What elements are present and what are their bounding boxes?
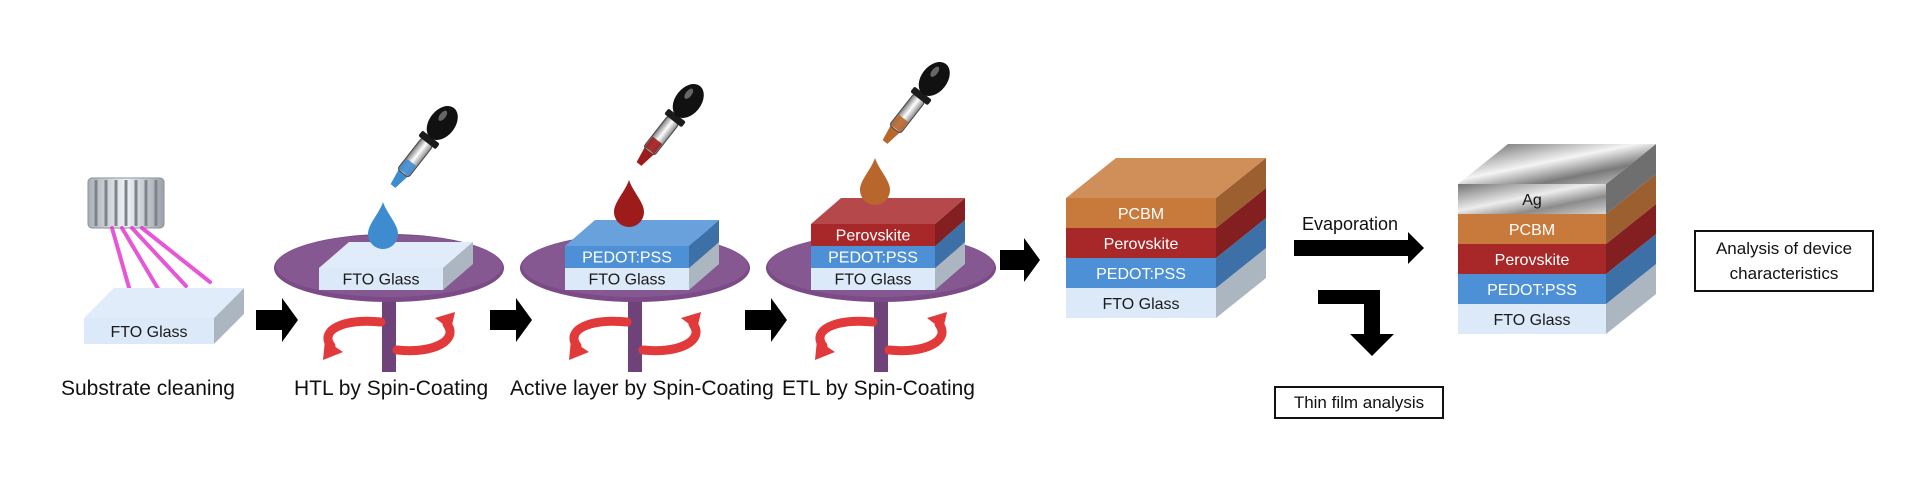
layer-label-pcbm: PCBM (1118, 206, 1164, 223)
caption-substrate-cleaning: Substrate cleaning (61, 377, 235, 400)
caption-etl-spin-coating: ETL by Spin-Coating (782, 377, 975, 400)
layer-fto-glass: FTO Glass (811, 242, 965, 290)
layer-perovskite: Perovskite (1458, 204, 1656, 274)
layer-fto-glass: FTO Glass (1458, 264, 1656, 334)
layer-label-perovskite: Perovskite (1495, 252, 1570, 269)
substrate-cleaning-illustration (87, 177, 212, 300)
layer-label-fto-glass: FTO Glass (342, 271, 419, 288)
layer-label-fto-glass: FTO Glass (834, 271, 911, 288)
arrow-step1-to-step2 (256, 298, 298, 342)
arrow-step3-to-step4 (745, 298, 787, 342)
layer-label-pedot-pss: PEDOT:PSS (1487, 282, 1577, 299)
layer-perovskite: Perovskite (1066, 188, 1266, 258)
arrow-step2-to-step3 (490, 298, 532, 342)
pipette-icon (636, 83, 704, 166)
layer-label-fto-glass: FTO Glass (1493, 312, 1570, 329)
layer-label-pedot-pss: PEDOT:PSS (582, 249, 672, 266)
layer-pcbm: PCBM (1066, 158, 1266, 228)
layer-pcbm: PCBM (1458, 174, 1656, 244)
rotation-arrows-icon (569, 312, 701, 360)
layer-label-pcbm: PCBM (1509, 222, 1555, 239)
arrow-step4-to-stack (1000, 238, 1040, 282)
process-arrows (256, 232, 1424, 356)
thin-film-analysis-label: Thin film analysis (1293, 393, 1425, 412)
device-analysis-line2: characteristics (1729, 264, 1839, 283)
pipette-icon (882, 61, 950, 144)
droplet-icon (368, 202, 398, 249)
thin-film-arrow (1318, 290, 1394, 356)
cleaning-rays (110, 226, 212, 300)
caption-active-layer-spin-coating: Active layer by Spin-Coating (510, 377, 774, 400)
layer-fto-glass: FTO Glass (565, 242, 719, 290)
layer-label-fto-glass: FTO Glass (110, 324, 187, 341)
layer-label-pedot-pss: PEDOT:PSS (828, 249, 918, 266)
layer-pedot-pss: PEDOT:PSS (1458, 234, 1656, 304)
pipette-icon (390, 105, 458, 188)
spin-coater-step-3: FTO Glass PEDOT:PSS (520, 83, 750, 372)
layer-fto-glass: FTO Glass (1066, 248, 1266, 318)
layer-perovskite: Perovskite (811, 198, 965, 246)
caption-htl-spin-coating: HTL by Spin-Coating (294, 377, 489, 400)
layer-label-perovskite: Perovskite (836, 227, 911, 244)
layer-pedot-pss: PEDOT:PSS (1066, 218, 1266, 288)
layer-label-fto-glass: FTO Glass (588, 271, 665, 288)
layer-label-ag: Ag (1522, 192, 1542, 209)
layer-pedot-pss: PEDOT:PSS (565, 220, 719, 268)
evaporation-label: Evaporation (1302, 214, 1399, 234)
spin-coater-step-2: FTO Glass (274, 105, 504, 372)
rotation-arrows-icon (815, 312, 947, 360)
device-analysis-box: Analysis of device characteristics (1694, 230, 1874, 292)
thin-film-analysis-box: Thin film analysis (1274, 386, 1444, 419)
spin-coater-step-4: FTO Glass PEDOT:PSS Perovskite (766, 61, 996, 372)
layer-pedot-pss: PEDOT:PSS (811, 220, 965, 268)
layer-ag: Ag (1458, 144, 1656, 214)
layer-label-perovskite: Perovskite (1104, 236, 1179, 253)
layer-fto-glass: FTO Glass (319, 242, 473, 290)
evaporation-arrow (1294, 232, 1424, 264)
layer-label-pedot-pss: PEDOT:PSS (1096, 266, 1186, 283)
layer-fto-glass: FTO Glass (84, 288, 244, 344)
rotation-arrows-icon (323, 312, 455, 360)
device-analysis-line1: Analysis of device (1715, 239, 1853, 258)
droplet-icon (614, 180, 644, 227)
droplet-icon (860, 158, 890, 205)
layer-label-fto-glass: FTO Glass (1102, 296, 1179, 313)
cleaning-brush-icon (87, 177, 165, 229)
